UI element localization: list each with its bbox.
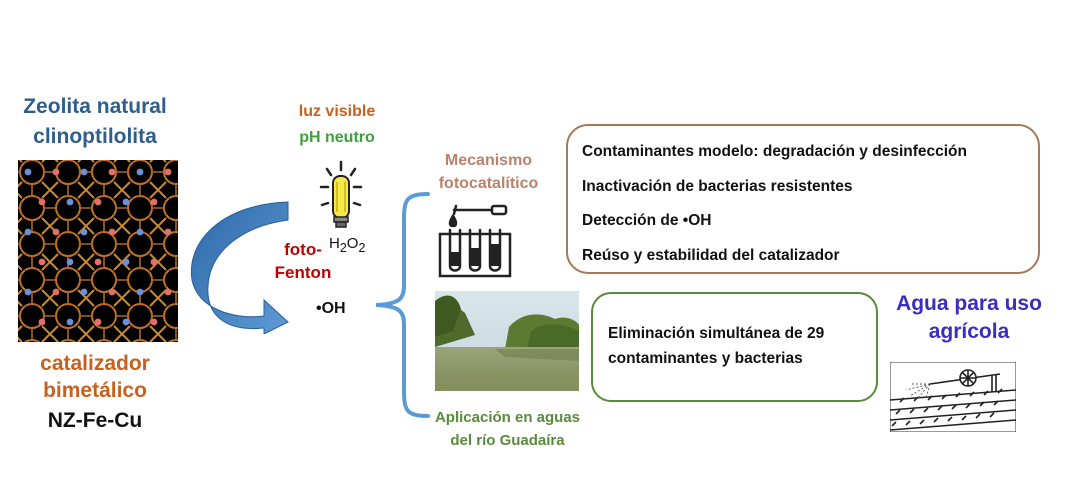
zeolite-atom	[150, 258, 158, 266]
zeolite-atom	[94, 258, 102, 266]
zeolite-atom	[164, 228, 172, 236]
zeolite-atom	[66, 318, 74, 326]
zeolite-atom	[80, 288, 88, 296]
zeolite-atom	[80, 228, 88, 236]
agricultural-water-line1: Agua para uso	[896, 292, 1042, 315]
visible-light-label: luz visible	[298, 103, 376, 120]
zeolite-atom	[150, 198, 158, 206]
zeolite-title-line2: clinoptilolita	[33, 125, 157, 148]
catalyst-label-line1: catalizador	[40, 352, 150, 375]
h2o2-h: H	[329, 235, 340, 252]
branch-brace-icon	[375, 192, 430, 418]
mechanism-label-line1: Mecanismo	[444, 152, 533, 169]
zeolite-atom	[108, 168, 116, 176]
light-bulb-icon	[319, 160, 363, 228]
agricultural-water-title: Agua para uso agrícola	[884, 290, 1054, 346]
finding-bacteria-inactivation: Inactivación de bacterias resistentes	[582, 178, 853, 195]
h2o2-sub1: 2	[339, 241, 347, 255]
zeolite-atom	[66, 258, 74, 266]
finding-model-contaminants: Contaminantes modelo: degradación y desi…	[582, 143, 967, 160]
zeolite-atom	[164, 288, 172, 296]
photo-fenton-line2: Fenton	[274, 263, 332, 282]
agricultural-water-line2: agrícola	[928, 320, 1010, 343]
zeolite-atom	[94, 318, 102, 326]
application-label-line2: del río Guadaíra	[450, 432, 565, 449]
zeolite-atom	[24, 168, 32, 176]
photo-fenton-line1: foto-	[284, 240, 322, 259]
application-label: Aplicación en aguas del río Guadaíra	[420, 406, 595, 452]
zeolite-atom	[80, 168, 88, 176]
application-result-line1: Eliminación simultánea de 29	[608, 325, 825, 342]
hydrogen-peroxide-label: H2O2	[329, 235, 365, 255]
mechanism-findings-box: Contaminantes modelo: degradación y desi…	[566, 124, 1040, 274]
zeolite-atom	[38, 318, 46, 326]
zeolite-atom	[52, 228, 60, 236]
finding-oh-detection: Detección de •OH	[582, 212, 712, 229]
mechanism-label: Mecanismo fotocatalítico	[426, 149, 551, 195]
zeolite-atom	[108, 288, 116, 296]
catalyst-label: catalizador bimetálico	[10, 350, 180, 404]
zeolite-atom	[38, 258, 46, 266]
irrigation-field-icon	[890, 362, 1016, 432]
zeolite-atom	[136, 228, 144, 236]
zeolite-atom	[122, 198, 130, 206]
river-photo	[435, 291, 579, 391]
zeolite-atom	[66, 198, 74, 206]
zeolite-atom	[108, 228, 116, 236]
application-label-line1: Aplicación en aguas	[434, 409, 581, 426]
application-result-box: Eliminación simultánea de 29 contaminant…	[591, 292, 878, 402]
zeolite-atom	[52, 168, 60, 176]
zeolite-atom	[24, 288, 32, 296]
zeolite-atom	[122, 318, 130, 326]
curved-arrow-icon	[190, 201, 289, 334]
mechanism-label-line2: fotocatalítico	[438, 175, 539, 192]
zeolite-atom	[24, 228, 32, 236]
catalyst-name: NZ-Fe-Cu	[47, 409, 143, 432]
zeolite-atom	[136, 288, 144, 296]
zeolite-atom	[136, 168, 144, 176]
test-tubes-icon	[438, 204, 512, 278]
zeolite-atom	[38, 198, 46, 206]
zeolite-atom	[122, 258, 130, 266]
application-result-line2: contaminantes y bacterias	[608, 350, 803, 367]
neutral-ph-label: pH neutro	[299, 129, 375, 146]
zeolite-atom	[52, 288, 60, 296]
hydroxyl-radical-label: •OH	[316, 300, 346, 317]
h2o2-o: O	[346, 235, 359, 252]
zeolite-atom	[150, 318, 158, 326]
zeolite-title: Zeolita natural clinoptilolita	[10, 92, 180, 152]
finding-catalyst-reuse: Reúso y estabilidad del catalizador	[582, 247, 840, 264]
zeolite-title-line1: Zeolita natural	[23, 95, 167, 118]
catalyst-label-line2: bimetálico	[43, 379, 147, 402]
zeolite-atom	[164, 168, 172, 176]
zeolite-structure-image	[18, 160, 178, 342]
photo-fenton-label: foto- Fenton	[268, 238, 338, 284]
zeolite-atom	[94, 198, 102, 206]
h2o2-sub2: 2	[358, 241, 366, 255]
